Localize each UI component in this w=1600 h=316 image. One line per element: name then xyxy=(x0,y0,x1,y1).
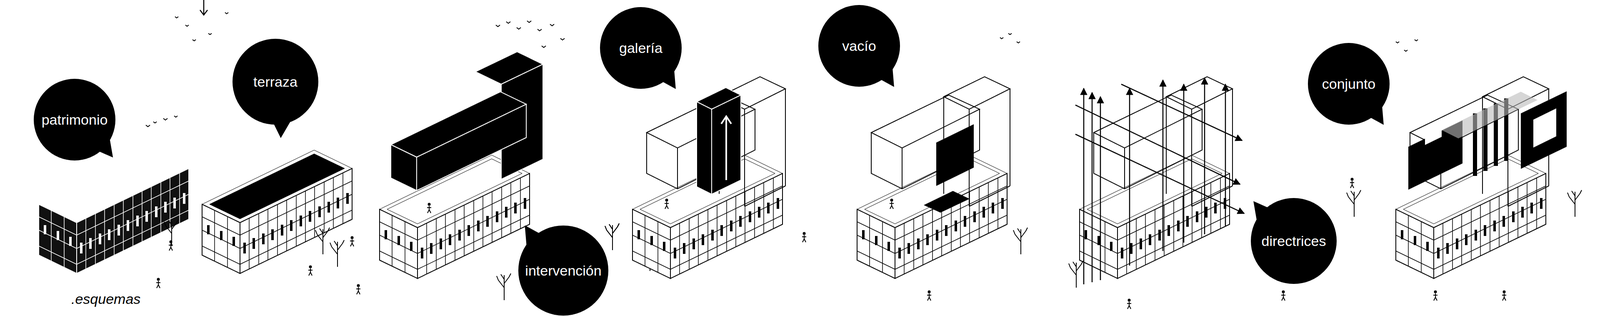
bubble-text: terraza xyxy=(253,73,298,90)
bubble-text: conjunto xyxy=(1322,75,1376,93)
bubble-text: intervención xyxy=(525,262,602,279)
speech-bubble: terraza xyxy=(232,38,319,125)
speech-bubble: intervención xyxy=(518,225,608,315)
speech-bubble: vacío xyxy=(818,5,900,87)
bubble-text: galería xyxy=(619,40,663,57)
caption-label: .esquemas xyxy=(71,290,141,308)
speech-bubble: patrimonio xyxy=(33,78,116,161)
bubble-text: directrices xyxy=(1261,232,1327,250)
speech-bubble: galería xyxy=(600,7,682,89)
bubble-text: vacío xyxy=(842,37,876,55)
speech-bubble: directrices xyxy=(1250,197,1337,284)
speech-bubble: conjunto xyxy=(1307,42,1390,125)
bubble-text: patrimonio xyxy=(41,111,108,128)
